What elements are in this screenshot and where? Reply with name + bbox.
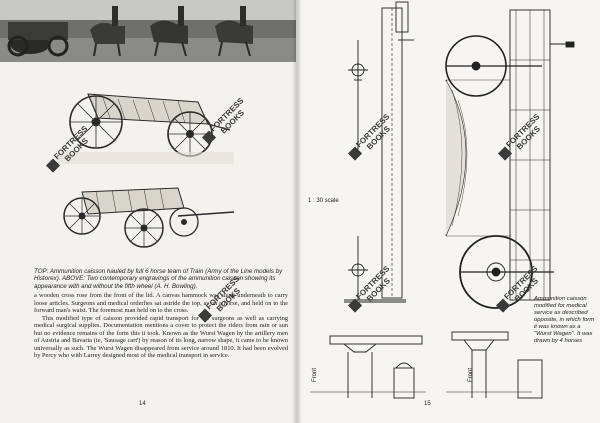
- fortress-books-watermark-logo: FORTRESS BOOKS: [45, 124, 91, 173]
- left-page: TOP: Ammunition caisson hauled by full 6…: [0, 0, 296, 423]
- fortress-books-watermark-logo: FORTRESS BOOKS: [495, 264, 541, 313]
- body-paragraph-1: a wooden cross rose from the front of th…: [34, 292, 288, 315]
- right-page: 1 : 30 scale Front Front Ammunition cais…: [296, 0, 600, 423]
- fortress-books-watermark-logo: FORTRESS BOOKS: [497, 112, 543, 161]
- page-number-left: 14: [139, 401, 146, 407]
- horse-team-photo: [0, 0, 296, 62]
- caisson-engraving-top: [58, 93, 234, 164]
- page-number-right: 15: [424, 401, 431, 407]
- body-text: a wooden cross rose from the front of th…: [34, 292, 288, 360]
- scale-label: 1 : 30 scale: [308, 198, 339, 204]
- plan-caption: Ammunition caisson modified for medical …: [534, 296, 595, 344]
- wurst-wagen-plan-drawing: [310, 1, 575, 399]
- fortress-books-watermark-logo: FORTRESS BOOKS: [197, 274, 243, 323]
- front-label-left: Front: [312, 367, 318, 382]
- fortress-books-watermark-logo: FORTRESS BOOKS: [347, 112, 393, 161]
- body-paragraph-2: This modified type of caisson provided r…: [34, 314, 288, 360]
- book-gutter: [292, 0, 302, 423]
- caisson-engraving-bottom: [63, 187, 235, 248]
- fortress-books-watermark-logo: FORTRESS BOOKS: [347, 264, 393, 313]
- front-label-right: Front: [468, 367, 474, 382]
- fortress-books-watermark-logo: FORTRESS BOOKS: [201, 96, 247, 145]
- figure-caption: TOP: Ammunition caisson hauled by full 6…: [34, 268, 283, 290]
